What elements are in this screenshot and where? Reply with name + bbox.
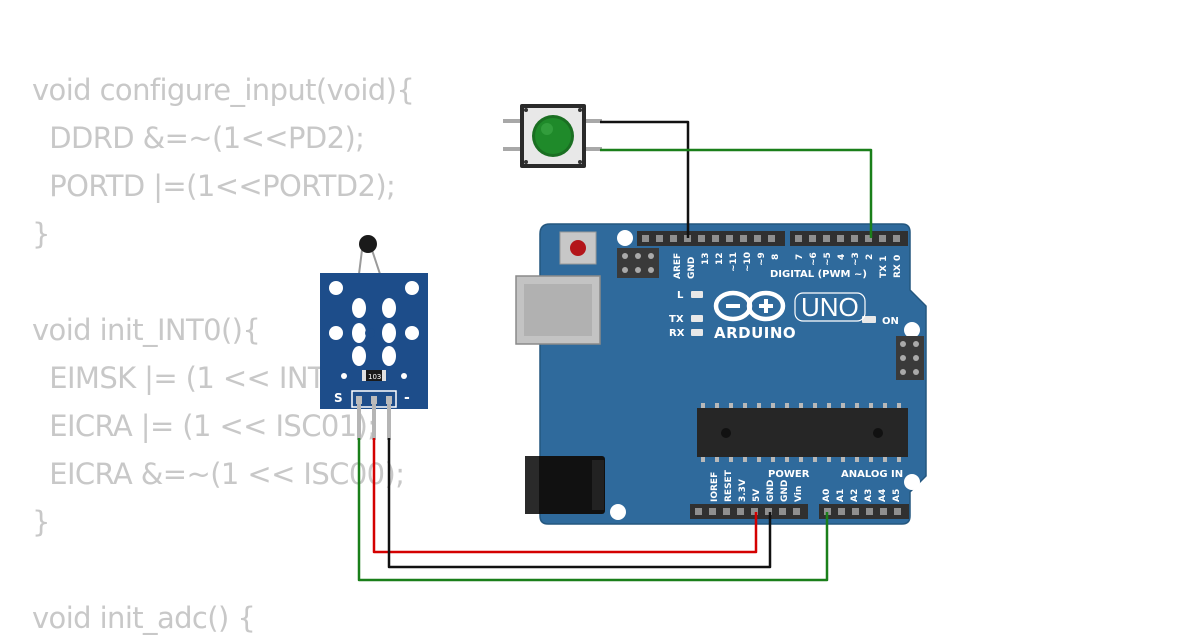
arduino-uno-board[interactable]: AREF GND 13 12 ~11 ~10 ~9 8 7 ~6 ~5 4 ~3… — [515, 223, 927, 525]
thermistor-sensor-module[interactable]: 103 S - — [320, 235, 428, 440]
button-leg — [503, 147, 523, 151]
digital-header-label: DIGITAL (PWM ~) — [770, 269, 867, 280]
pin-label-8: 8 — [771, 254, 781, 260]
digital-header-left[interactable] — [637, 231, 785, 246]
smd-resistor — [362, 370, 386, 381]
arduino-brand: ARDUINO — [714, 324, 796, 342]
uno-model: UNO — [801, 292, 859, 322]
pin-label-11: ~11 — [729, 252, 739, 272]
pin-label-12: 12 — [715, 252, 725, 265]
led-l-label: L — [677, 290, 684, 301]
code-line: EICRA &=~(1 << ISC00); — [32, 457, 405, 491]
icsp-header-usb — [617, 248, 659, 278]
power-label: POWER — [768, 469, 810, 480]
power-jack-edge — [525, 456, 539, 514]
button-leg — [503, 119, 523, 123]
pin-label-vin: Vin — [794, 486, 804, 502]
pin-label-aref: AREF — [673, 253, 683, 279]
pin-label-9: ~9 — [757, 252, 767, 266]
button-leg — [582, 119, 602, 123]
button-cap[interactable] — [535, 118, 571, 154]
pin-label-5: ~5 — [823, 252, 833, 266]
wire-button-to-gnd[interactable] — [600, 120, 690, 238]
pin-label-a0: A0 — [822, 489, 832, 502]
usb-connector-inner — [524, 284, 592, 336]
pin-label-6: ~6 — [809, 252, 819, 266]
uno-badge — [794, 292, 866, 322]
arduino-logo-icon — [713, 290, 786, 322]
code-line: } — [32, 217, 50, 251]
pin-label-tx1: TX 1 — [879, 256, 889, 278]
pin-label-a1: A1 — [836, 489, 846, 502]
power-jack-rim — [592, 460, 604, 510]
led-rx — [691, 329, 703, 336]
thermistor-bead — [359, 235, 377, 253]
pin-label-13: 13 — [701, 252, 711, 265]
pin-label-ioref: IOREF — [710, 472, 720, 502]
sensor-pin-s-label: S — [334, 391, 343, 405]
sensor-pin-minus-label: - — [404, 390, 410, 406]
analog-label: ANALOG IN — [841, 469, 903, 480]
led-l — [691, 291, 703, 298]
pin-label-reset: RESET — [724, 469, 734, 502]
mounting-hole — [904, 322, 920, 338]
code-line: } — [32, 505, 50, 539]
resistor-code: 103 — [368, 373, 381, 381]
reset-button-cap[interactable] — [570, 240, 586, 256]
power-header[interactable] — [690, 504, 808, 519]
sensor-board — [320, 273, 428, 409]
pin-label-3: ~3 — [851, 252, 861, 266]
pin-label-4: 4 — [837, 254, 847, 260]
pin-label-gnd-2: GND — [780, 480, 790, 502]
digital-header-right[interactable] — [790, 231, 908, 246]
code-line: void configure_input(void){ — [32, 73, 415, 107]
icsp-header-mcu — [896, 336, 924, 380]
led-tx — [691, 315, 703, 322]
wire-sensor-to-5v[interactable] — [372, 438, 758, 554]
analog-header[interactable] — [819, 504, 909, 519]
power-jack — [525, 456, 605, 514]
code-line: void init_INT0(){ — [32, 313, 261, 347]
pin-label-7: 7 — [795, 254, 805, 260]
pin-label-10: ~10 — [743, 252, 753, 272]
atmega-chip — [697, 403, 908, 462]
mounting-hole — [610, 504, 626, 520]
code-line: void init_adc() { — [32, 601, 256, 635]
wire-sensor-to-a0[interactable] — [357, 438, 829, 582]
pin-label-5v: 5V — [752, 489, 762, 502]
pin-label-3v3: 3.3V — [738, 479, 748, 502]
pin-label-gnd-1: GND — [766, 480, 776, 502]
wire-button-to-d2[interactable] — [600, 148, 873, 238]
mounting-hole — [617, 230, 633, 246]
sensor-pin-gnd[interactable] — [387, 404, 391, 440]
led-on-label: ON — [882, 316, 899, 327]
led-tx-label: TX — [669, 314, 684, 325]
mounting-hole — [904, 474, 920, 490]
led-rx-label: RX — [669, 328, 685, 339]
pin-label-a5: A5 — [892, 489, 902, 502]
wire-sensor-to-gnd[interactable] — [387, 438, 772, 569]
pin-label-2: 2 — [865, 254, 875, 260]
push-button[interactable] — [503, 104, 602, 168]
code-line: DDRD &=~(1<<PD2); — [32, 121, 365, 155]
code-line: PORTD |=(1<<PORTD2); — [32, 169, 396, 203]
sensor-pin-vcc[interactable] — [372, 404, 376, 440]
led-on — [862, 316, 876, 323]
sensor-pin-s[interactable] — [357, 404, 361, 440]
pin-label-rx0: RX 0 — [893, 255, 903, 278]
button-leg — [582, 147, 602, 151]
pin-label-a2: A2 — [850, 489, 860, 502]
pin-label-a4: A4 — [878, 489, 888, 502]
pin-label-gnd: GND — [687, 257, 697, 279]
pin-label-a3: A3 — [864, 489, 874, 502]
